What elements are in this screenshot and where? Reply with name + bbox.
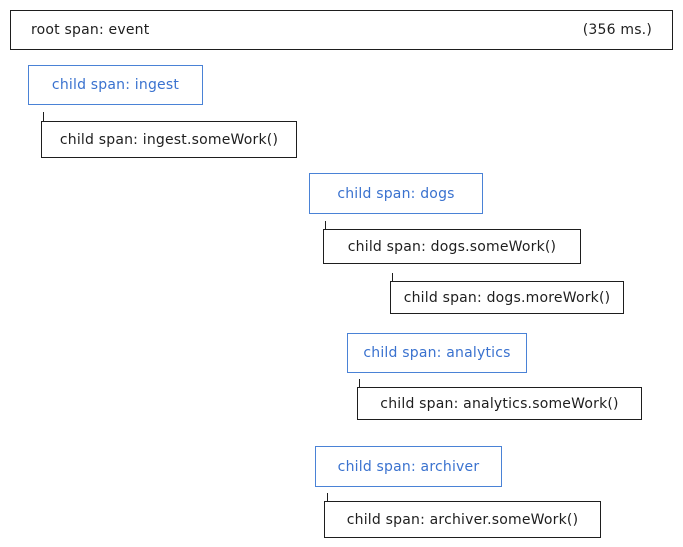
span-analytics-box: child span: analytics (347, 333, 527, 373)
span-dogs-somework-box: child span: dogs.someWork() (323, 229, 581, 264)
span-analytics-somework-box: child span: analytics.someWork() (357, 387, 642, 420)
connector-line (327, 493, 328, 502)
span-label: child span: analytics (363, 345, 511, 361)
span-dogs-morework-box: child span: dogs.moreWork() (390, 281, 624, 314)
connector-line (325, 221, 326, 230)
span-archiver-box: child span: archiver (315, 446, 502, 487)
span-ingest-box: child span: ingest (28, 65, 203, 105)
span-archiver-somework-box: child span: archiver.someWork() (324, 501, 601, 538)
connector-line (392, 273, 393, 282)
root-span-duration: (356 ms.) (582, 22, 652, 38)
span-label: child span: dogs.someWork() (347, 238, 557, 255)
span-dogs-box: child span: dogs (309, 173, 483, 214)
root-span-label: root span: event (31, 22, 150, 38)
span-label: child span: dogs (337, 185, 455, 202)
connector-line (359, 379, 360, 388)
span-label: child span: archiver.someWork() (346, 511, 579, 528)
span-label: child span: archiver (337, 458, 480, 475)
span-ingest-somework-box: child span: ingest.someWork() (41, 121, 297, 158)
span-label: child span: ingest (51, 77, 180, 93)
span-label: child span: ingest.someWork() (59, 131, 279, 148)
span-label: child span: analytics.someWork() (380, 395, 619, 412)
span-label: child span: dogs.moreWork() (403, 289, 611, 306)
root-span-box: root span: event (356 ms.) (10, 10, 673, 50)
connector-line (43, 112, 44, 122)
